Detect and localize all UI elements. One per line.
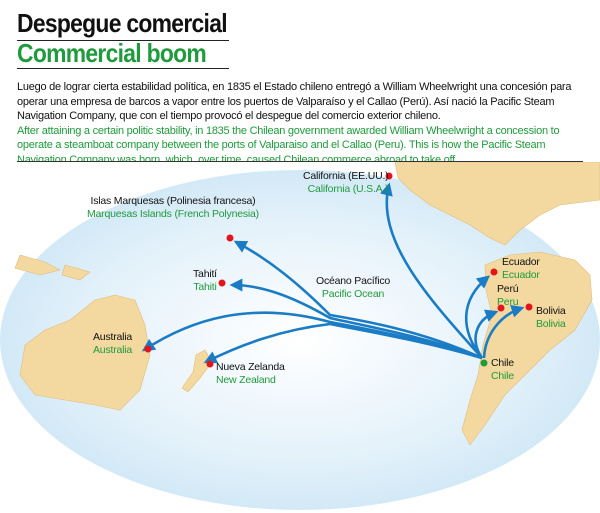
north-america — [394, 162, 600, 246]
ecuador-marker — [490, 268, 498, 276]
title-spanish: Despegue comercial — [17, 8, 228, 38]
title-english: Commercial boom — [17, 38, 207, 68]
california-marker — [385, 172, 393, 180]
new-zealand-marker — [206, 360, 214, 368]
ocean-area — [0, 170, 600, 510]
australia-marker — [144, 345, 152, 353]
intro-spanish: Luego de lograr cierta estabilidad polít… — [17, 81, 572, 122]
indonesia — [14, 254, 91, 281]
bolivia-marker — [525, 303, 533, 311]
pacific-map — [0, 162, 600, 513]
peru-marker — [497, 304, 505, 312]
title-divider — [17, 68, 229, 69]
marquesas-marker — [226, 234, 234, 242]
south-america — [461, 251, 593, 446]
australia — [19, 294, 151, 411]
tahiti-marker — [218, 279, 226, 287]
label-marquesas: Islas Marquesas (Polinesia francesa)Marq… — [87, 195, 259, 220]
location-markers — [144, 172, 533, 368]
chile-marker — [480, 359, 488, 367]
trade-routes — [141, 182, 525, 364]
intro-text: Luego de lograr cierta estabilidad polít… — [17, 80, 597, 167]
title-divider — [17, 40, 229, 41]
map-divider — [17, 161, 583, 162]
label-california: California (EE.UU.)California (U.S.A.) — [303, 170, 389, 195]
